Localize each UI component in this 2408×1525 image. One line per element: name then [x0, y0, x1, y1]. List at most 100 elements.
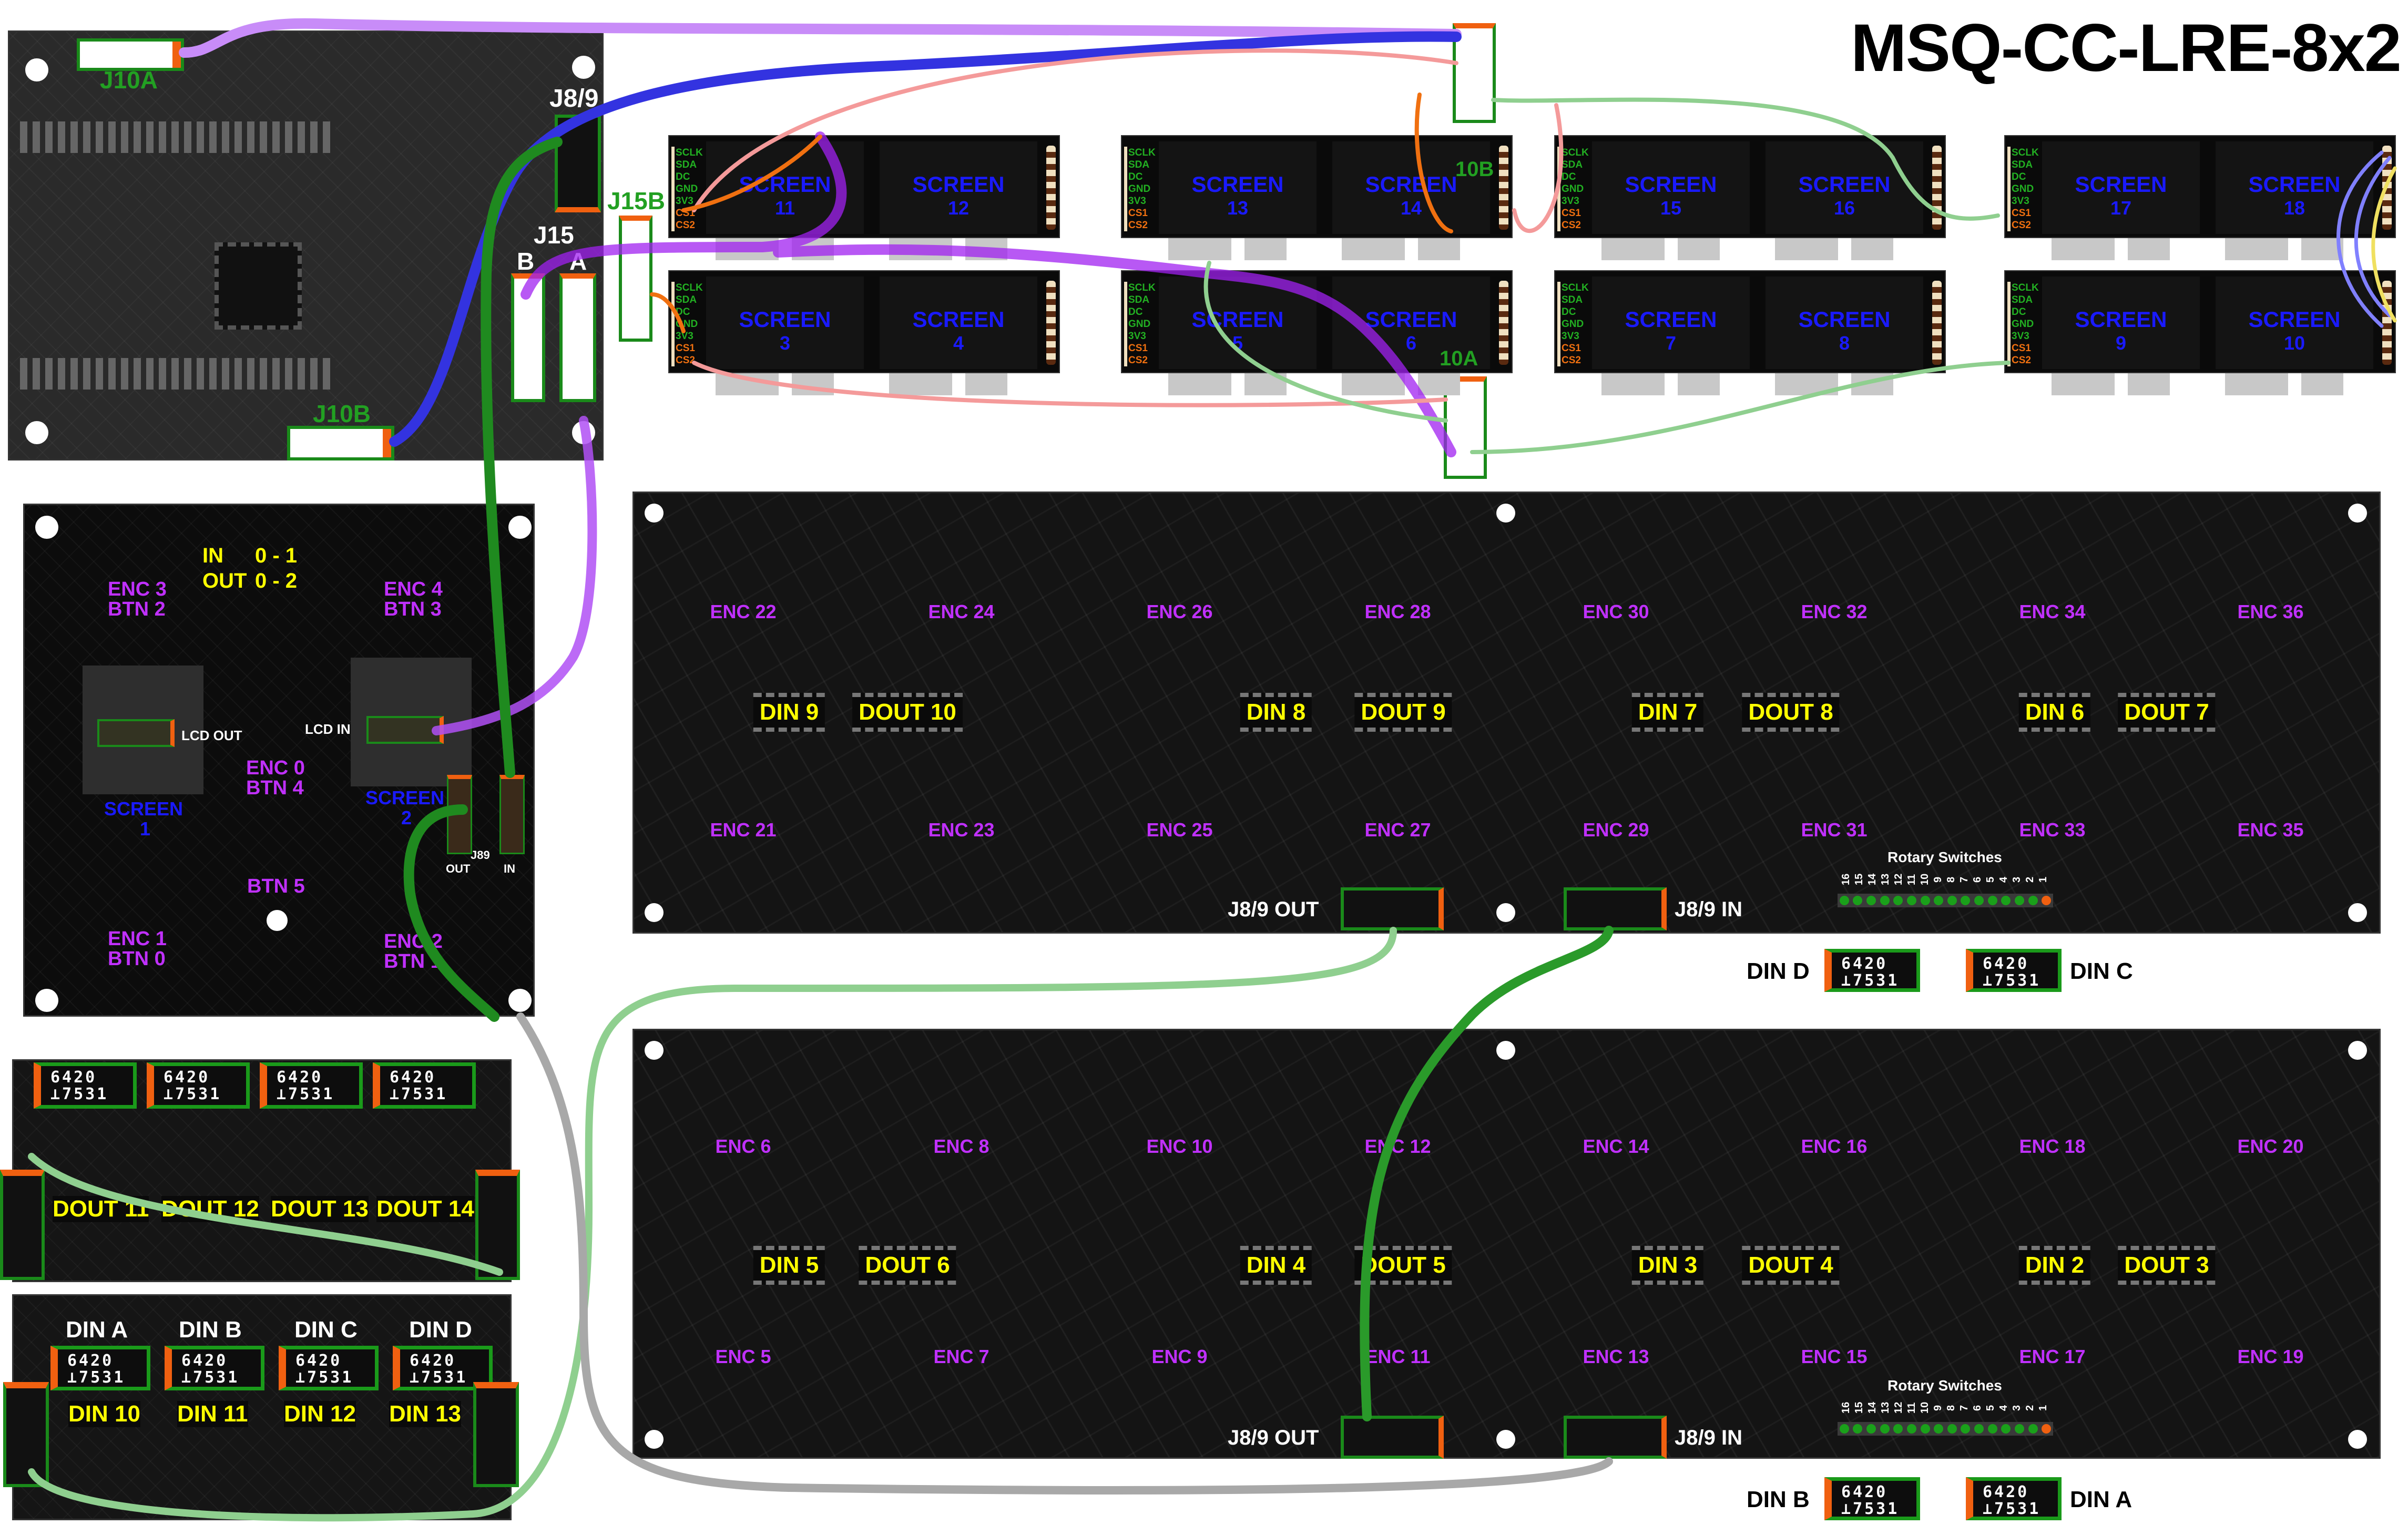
encoder-label: ENC 16	[1801, 1135, 1868, 1157]
screen-pin-label: SDA	[671, 159, 699, 171]
encoder-label: ENC 7	[933, 1346, 989, 1367]
dout-label: DOUT 11	[53, 1196, 149, 1222]
j89-out-connector[interactable]	[1341, 1416, 1444, 1459]
screen-tab	[1601, 238, 1665, 260]
screen-tab	[792, 238, 834, 260]
screen-pin-label: SCLK	[1557, 147, 1589, 159]
btn4-label: BTN 4	[246, 777, 304, 799]
din-connector[interactable]: 6420⊥7531	[1966, 949, 2062, 992]
dout-header[interactable]: 6420⊥7531	[147, 1062, 250, 1109]
screen-pin-label: SDA	[2007, 294, 2035, 306]
screen-tab	[716, 373, 779, 395]
din-output-connector[interactable]	[473, 1382, 519, 1487]
din-connector[interactable]: 6420⊥7531	[1966, 1477, 2062, 1520]
aux-j10b-connector[interactable]	[1453, 23, 1496, 123]
rotary-pin-number: 7	[1958, 876, 1970, 883]
din-input-connector[interactable]	[3, 1382, 49, 1487]
screen-pin-label: GND	[2007, 183, 2035, 195]
rotary-pin	[1893, 1424, 1903, 1434]
screen-number: 8	[1839, 332, 1850, 354]
din-connector[interactable]: 6420⊥7531	[1824, 1477, 1920, 1520]
header-pins-top: 6420	[1983, 1483, 2029, 1501]
screen-pin-header	[1932, 146, 1942, 230]
screen-tab	[2052, 373, 2115, 395]
shift-register-label: DIN 8	[1240, 693, 1312, 732]
rotary-pin-number: 7	[1958, 1405, 1970, 1411]
header-pins-top: 6420	[277, 1068, 323, 1087]
j15-b-label: B	[517, 248, 535, 275]
rotary-switch-header[interactable]	[1838, 894, 2053, 907]
din-port-label: DIN B	[1747, 1487, 1810, 1512]
rotary-pin	[1947, 1424, 1957, 1434]
screen-pin-header	[1932, 281, 1942, 365]
dout-header[interactable]: 6420⊥7531	[34, 1062, 137, 1109]
din-header[interactable]: 6420⊥7531	[165, 1346, 264, 1390]
j89-out-connector[interactable]	[447, 775, 472, 854]
din-header[interactable]: 6420⊥7531	[279, 1346, 379, 1390]
j15b-port-connector[interactable]	[511, 273, 545, 402]
j89-out-connector[interactable]	[1341, 887, 1444, 930]
shift-register-label: DIN 6	[2018, 693, 2091, 732]
mount-hole	[508, 516, 532, 539]
lcd-in-connector[interactable]	[366, 716, 444, 744]
screen-pin-label: SCLK	[1124, 282, 1156, 294]
dout-input-connector[interactable]	[0, 1170, 45, 1280]
encoder-label: ENC 18	[2019, 1135, 2086, 1157]
rotary-switch-header[interactable]	[1838, 1422, 2053, 1436]
screen-tab	[2301, 238, 2343, 260]
rotary-pin	[1880, 1424, 1890, 1434]
dout-header[interactable]: 6420⊥7531	[260, 1062, 363, 1109]
screen-tab	[965, 373, 1007, 395]
screen-pin-label: SDA	[671, 294, 699, 306]
j89-in-connector[interactable]	[1564, 1416, 1667, 1459]
screen-label: SCREEN	[2248, 307, 2341, 332]
screen1-label: SCREEN	[104, 798, 183, 820]
screen-tab	[1601, 373, 1665, 395]
dout-header[interactable]: 6420⊥7531	[373, 1062, 476, 1109]
screen-number: 12	[947, 197, 970, 219]
j89-connector[interactable]	[555, 115, 601, 212]
j10b-connector[interactable]	[287, 426, 394, 460]
screen-label: SCREEN	[1798, 307, 1891, 332]
rotary-pin-number: 16	[1840, 1401, 1852, 1414]
din-header[interactable]: 6420⊥7531	[50, 1346, 150, 1390]
btn5-button[interactable]	[267, 910, 288, 931]
j89-in-connector[interactable]	[499, 775, 525, 854]
j15b-connector[interactable]	[619, 216, 652, 342]
lcd-out-connector[interactable]	[97, 719, 175, 747]
j10a-connector[interactable]	[77, 38, 184, 71]
shift-register-label: DOUT 8	[1742, 693, 1840, 732]
j89-in-connector[interactable]	[1564, 887, 1667, 930]
encoder-label: ENC 27	[1364, 819, 1431, 841]
encoder-label: ENC 28	[1364, 601, 1431, 622]
screen-label: SCREEN	[912, 307, 1005, 332]
pin-header-bottom	[20, 358, 335, 390]
screen-pin-label: CS1	[2007, 342, 2035, 354]
j15a-port-connector[interactable]	[559, 273, 596, 402]
screen-pin-label: SCLK	[671, 147, 703, 159]
header-pins-top: 6420	[67, 1352, 114, 1370]
screen-label: SCREEN	[2075, 307, 2167, 332]
rotary-pin-number: 14	[1866, 1401, 1878, 1414]
shift-register-label: DIN 3	[1631, 1246, 1704, 1285]
screen-label: SCREEN	[1365, 307, 1457, 332]
dout-output-connector[interactable]	[475, 1170, 520, 1280]
screen-tab	[965, 238, 1007, 260]
rotary-pin-number: 16	[1840, 873, 1852, 886]
din-connector[interactable]: 6420⊥7531	[1824, 949, 1920, 992]
screen-pin-label: CS2	[2007, 354, 2035, 366]
encoder-label: ENC 32	[1801, 601, 1868, 622]
rotary-pin-number: 13	[1880, 1401, 1891, 1414]
control-in-label: IN	[202, 544, 223, 567]
